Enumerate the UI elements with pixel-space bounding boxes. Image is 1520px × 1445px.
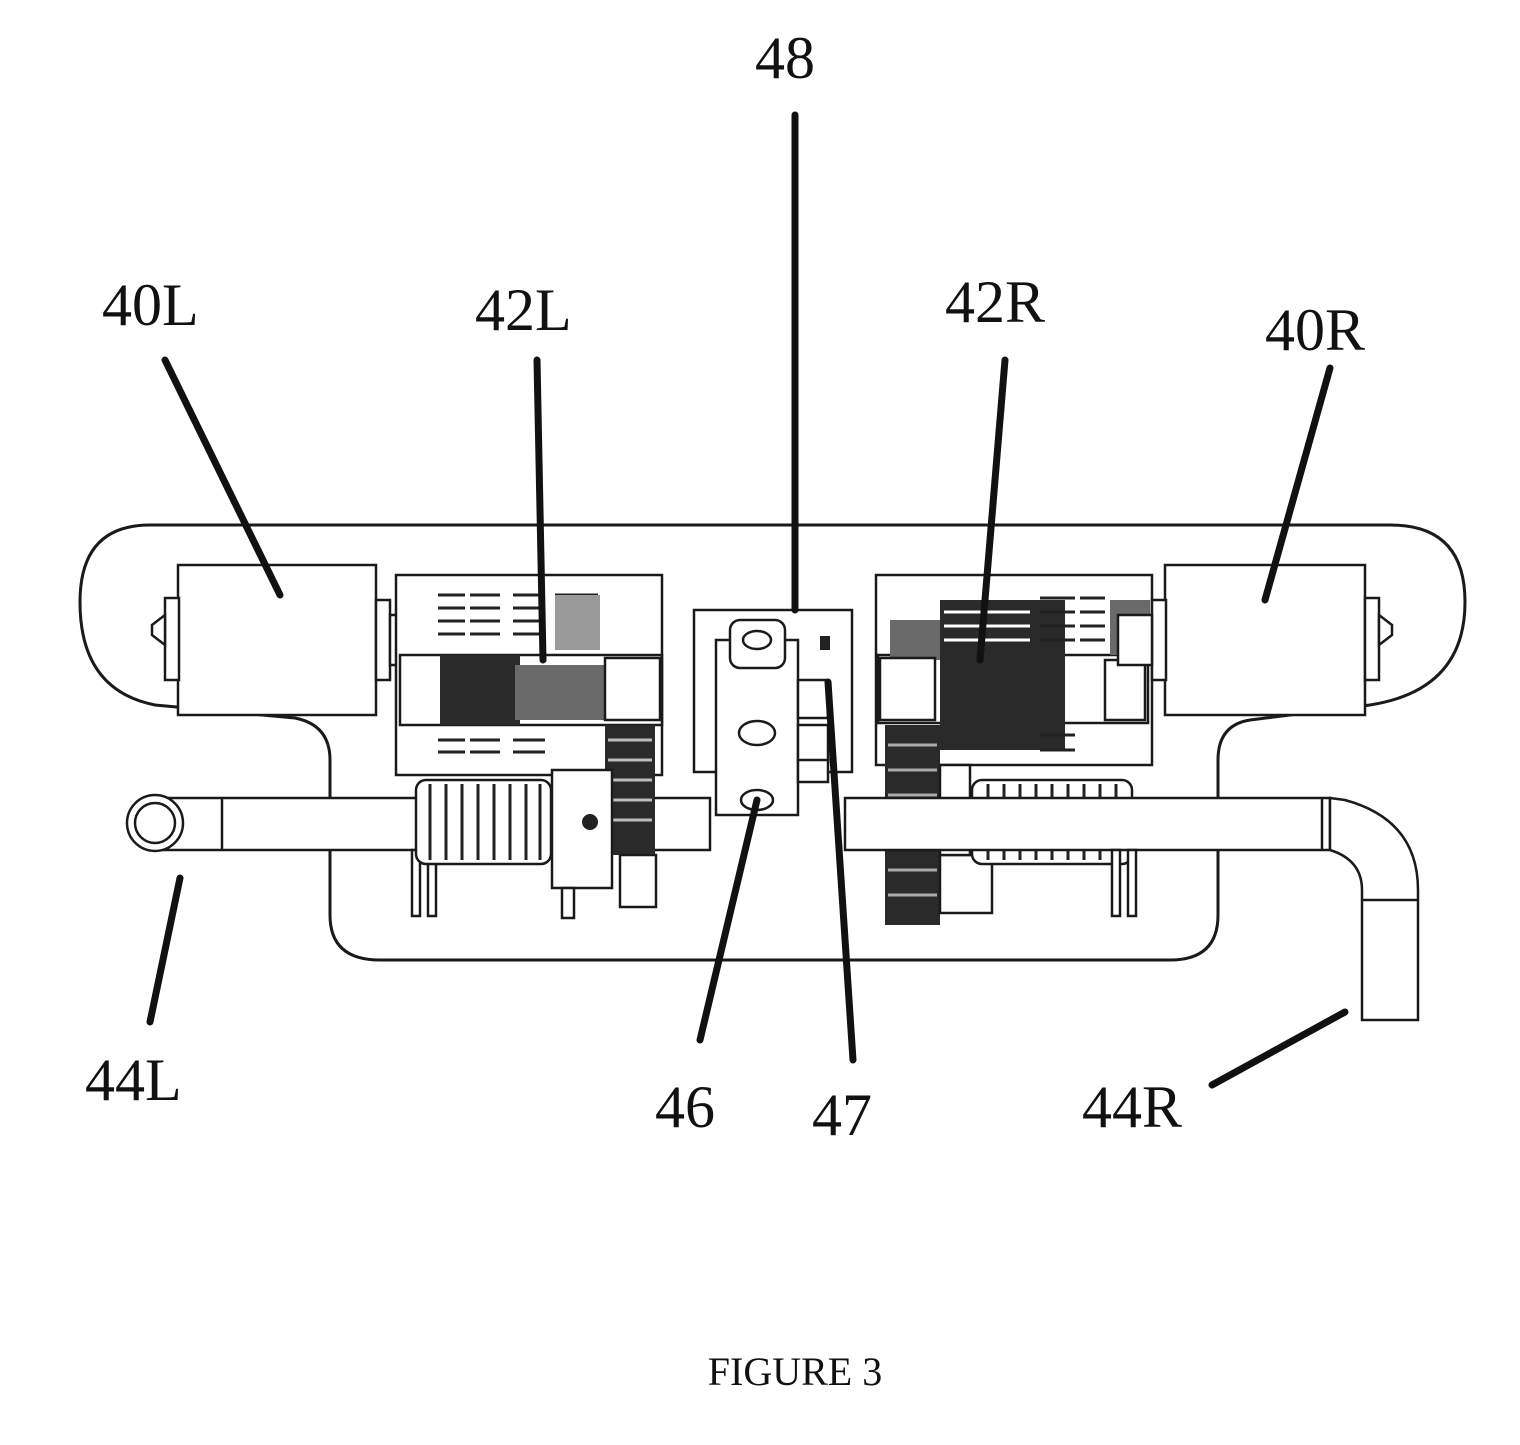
label-44R: 44R — [1082, 1074, 1182, 1140]
figure-caption: FIGURE 3 — [708, 1349, 882, 1394]
gearbox-right — [876, 575, 1152, 925]
leader-40L — [165, 360, 280, 595]
motor-right — [1118, 565, 1392, 715]
label-46: 46 — [655, 1074, 715, 1140]
motor-left — [152, 565, 420, 715]
leader-44L — [150, 878, 180, 1022]
label-40R: 40R — [1265, 297, 1365, 363]
label-48: 48 — [755, 25, 815, 91]
label-44L: 44L — [85, 1047, 182, 1113]
label-42R: 42R — [945, 269, 1045, 335]
label-47: 47 — [812, 1082, 872, 1148]
spring-left — [416, 780, 551, 864]
label-40L: 40L — [102, 272, 199, 338]
leader-44R — [1212, 1012, 1345, 1085]
label-42L: 42L — [475, 277, 572, 343]
